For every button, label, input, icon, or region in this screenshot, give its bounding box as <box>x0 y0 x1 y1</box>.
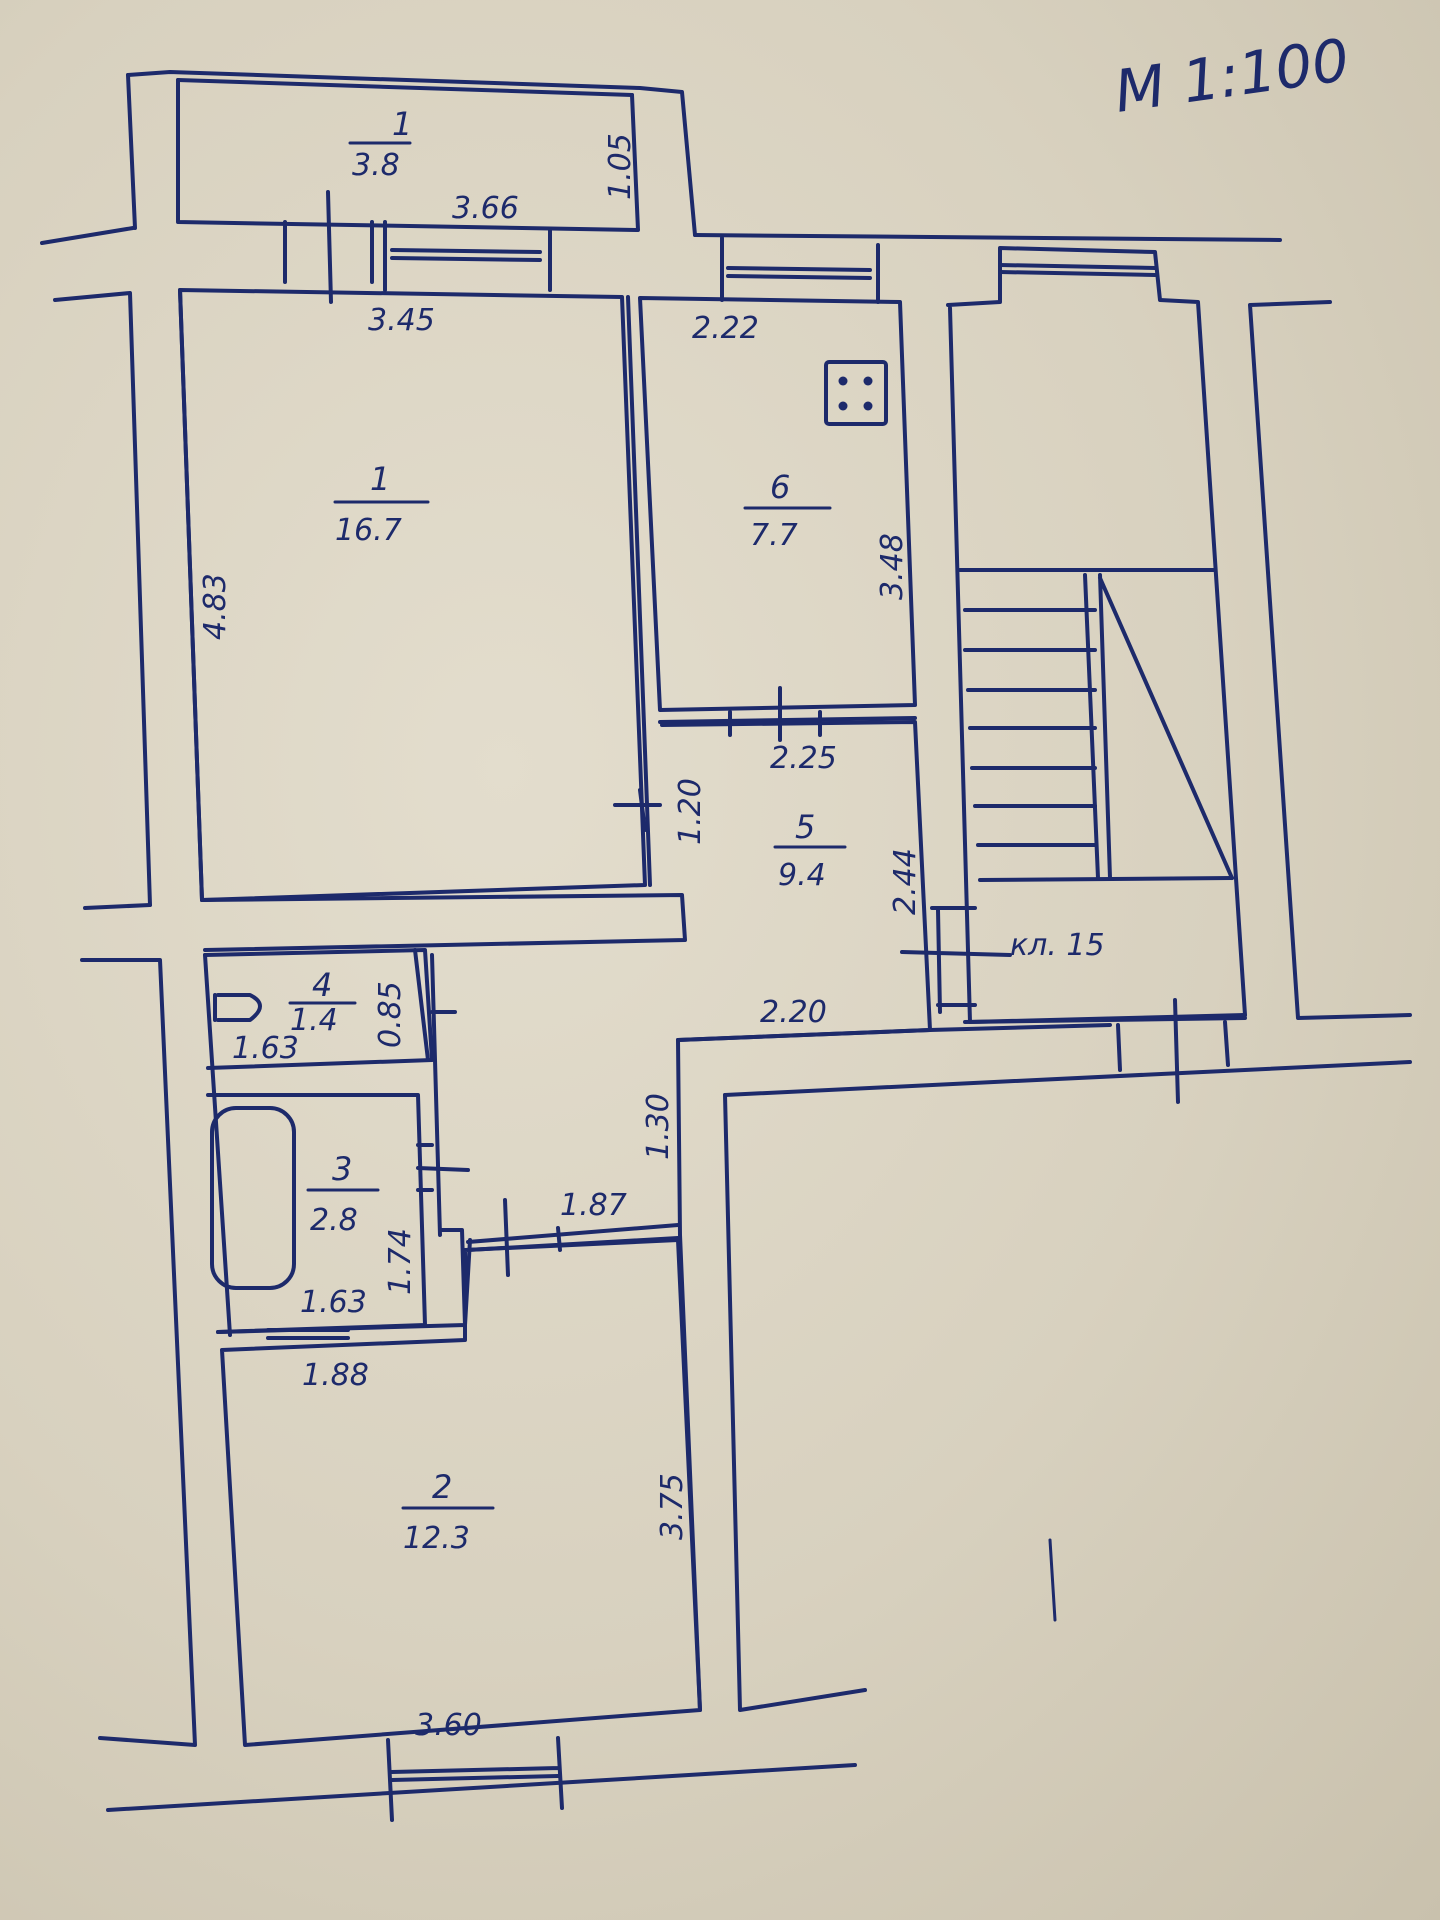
room5-number: 5 <box>795 808 815 846</box>
dim-room2-depth: 3.75 <box>655 1473 690 1540</box>
wc-door <box>413 948 457 1062</box>
kitchen-window <box>720 236 880 304</box>
stray-mark <box>1048 1538 1057 1622</box>
hall-bottom-right <box>676 1023 1112 1042</box>
dim-wc-depth: 0.85 <box>373 981 408 1048</box>
dim-balcony-length: 3.66 <box>452 191 519 226</box>
hall-top-wall <box>200 893 687 952</box>
outer-wall-right-top <box>723 1060 1412 1097</box>
dim-corridor-depth: 1.30 <box>641 1093 676 1160</box>
dim-room1-depth: 4.83 <box>198 573 233 640</box>
stair-right-wall <box>1248 300 1412 1020</box>
room-label-bars <box>288 141 847 1510</box>
room5-area: 9.4 <box>778 858 826 893</box>
balcony-rail <box>176 78 634 97</box>
dim-wc-width: 1.63 <box>232 1031 299 1066</box>
stair-treads <box>963 608 1234 882</box>
hall-door-room1 <box>613 788 662 832</box>
balcony-number: 1 <box>392 105 412 143</box>
stair-entry <box>900 906 1012 1014</box>
room1-left-inner <box>178 288 204 902</box>
dim-stair-label: кл. 15 <box>1010 928 1105 963</box>
dim-hall-door: 1.20 <box>673 778 708 845</box>
stair-railing <box>1083 573 1234 880</box>
stove-burners <box>838 376 873 411</box>
outer-wall-top-left <box>40 226 135 245</box>
room1-walls <box>178 288 647 902</box>
outer-wall-left-upper <box>53 291 152 907</box>
stair-window-a <box>998 263 1157 270</box>
bathtub-icon <box>210 1106 296 1290</box>
kitchen-door <box>728 686 822 742</box>
balcony-left-wall <box>126 73 137 230</box>
dim-kitchen-depth: 3.48 <box>875 533 910 600</box>
scale-label: М 1:100 <box>1110 26 1353 126</box>
room1-area: 16.7 <box>335 513 402 548</box>
walls <box>40 70 1412 1822</box>
room6-number: 6 <box>770 468 790 506</box>
dim-bath-width: 1.63 <box>300 1285 367 1320</box>
room2-number: 2 <box>432 1468 452 1506</box>
stair-inner <box>948 306 1247 1024</box>
balcony-outer <box>126 70 697 237</box>
dim-bath-depth: 1.74 <box>383 1228 418 1295</box>
outer-wall-left-gap <box>83 903 152 910</box>
entry-threshold <box>1116 998 1230 1104</box>
dim-door-to-room2: 1.87 <box>560 1188 627 1223</box>
room4-number: 4 <box>312 966 332 1004</box>
dim-balcony-depth: 1.05 <box>603 133 638 200</box>
stair-window-b <box>998 270 1157 277</box>
toilet-icon <box>213 993 262 1022</box>
stair-landing <box>958 568 1247 1024</box>
window-sill-room1-b <box>390 256 542 262</box>
outer-wall-right-lower <box>723 1093 867 1712</box>
room1-number: 1 <box>370 460 390 498</box>
window-block-room1 <box>283 220 552 292</box>
wc-walls <box>203 948 434 1070</box>
door-swing-room1 <box>326 190 333 304</box>
balcony-area: 3.8 <box>352 148 400 183</box>
dim-room1-width: 3.45 <box>368 303 435 338</box>
room3-number: 3 <box>332 1150 352 1188</box>
dim-room2-top: 1.88 <box>302 1358 369 1393</box>
room2-walls <box>220 1238 702 1747</box>
stair-outer <box>946 246 1247 1020</box>
balcony-inner <box>176 78 640 232</box>
stove-icon <box>824 360 888 426</box>
room-labels: 1 16.7 2 12.3 3 2.8 4 1.4 5 9.4 6 7.7 1 … <box>290 105 826 1556</box>
room3-area: 2.8 <box>310 1203 358 1238</box>
kitchen-walls <box>638 296 917 712</box>
dim-corridor-width: 2.20 <box>760 995 827 1030</box>
window-sill-room1-a <box>390 248 542 254</box>
dimension-labels: 3.66 1.05 3.45 4.83 2.22 3.48 2.25 1.20 … <box>198 133 1105 1743</box>
dim-kitchen-width: 2.22 <box>692 311 759 346</box>
room4-area: 1.4 <box>290 1003 338 1038</box>
wc-inner-left <box>203 953 232 1337</box>
outer-wall-left-lower <box>80 958 197 1747</box>
room6-area: 7.7 <box>750 518 798 553</box>
dim-hall-depth: 2.44 <box>888 848 923 915</box>
bath-door <box>416 1143 470 1192</box>
dim-hall-top: 2.25 <box>770 741 837 776</box>
outer-wall-bottom <box>106 1763 857 1812</box>
room2-area: 12.3 <box>403 1521 470 1556</box>
outer-wall-top-right <box>693 233 1282 242</box>
room2-door <box>466 1198 680 1277</box>
dim-room2-width: 3.60 <box>415 1708 482 1743</box>
room2-bath-window <box>266 1328 350 1340</box>
room2-window <box>386 1736 564 1822</box>
kitchen-bottom-wall <box>658 716 917 724</box>
kitchen-left-wall <box>626 295 652 887</box>
